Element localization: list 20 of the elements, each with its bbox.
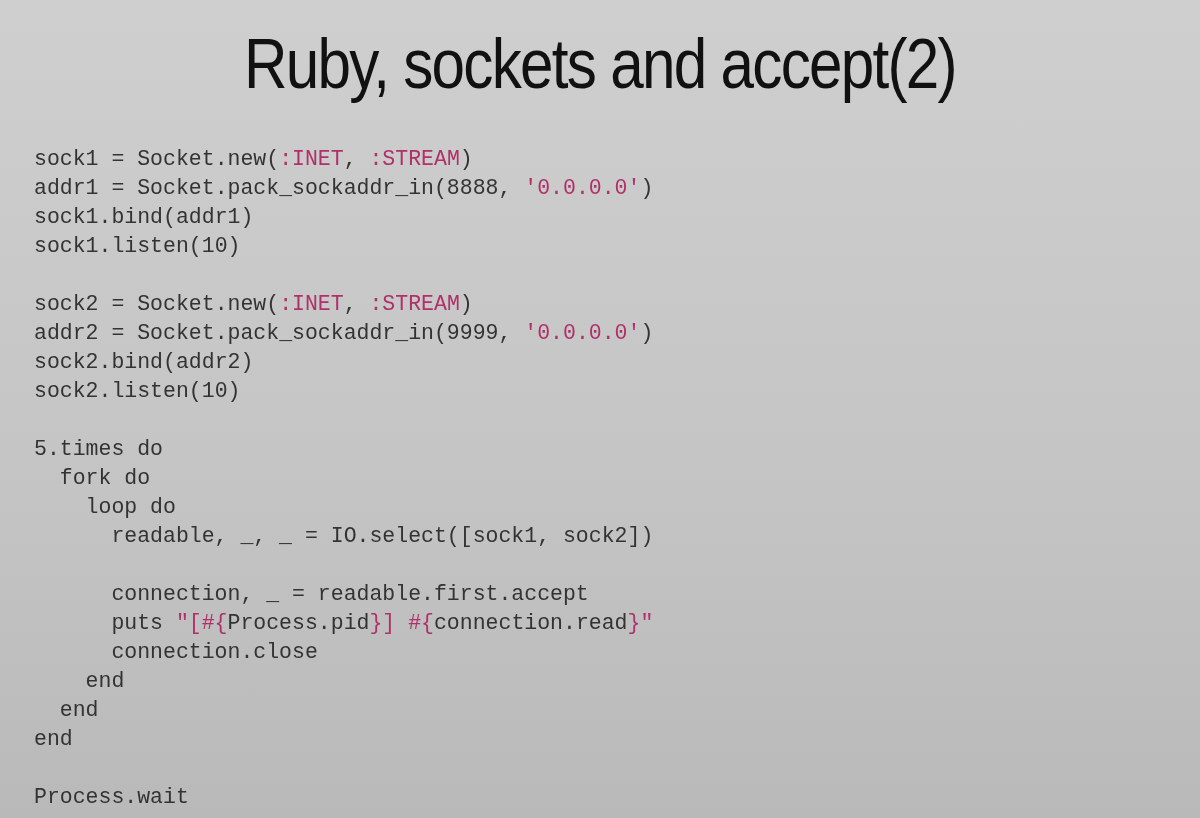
- code-line: sock2.bind(addr2): [34, 349, 254, 375]
- code-line: sock1.bind(addr1): [34, 204, 254, 230]
- code-line: sock1 = Socket.new(:INET, :STREAM): [34, 146, 473, 172]
- code-line: loop do: [85, 494, 176, 520]
- code-line: addr1 = Socket.pack_sockaddr_in(8888, '0.0.0.0'): [34, 175, 654, 201]
- code-line: sock2.listen(10): [34, 378, 241, 404]
- slide-title: Ruby, sockets and accept(2): [244, 24, 956, 105]
- code-line: addr2 = Socket.pack_sockaddr_in(9999, '0.0.0.0'): [34, 320, 654, 346]
- code-line: puts "[#{Process.pid}] #{connection.read}": [111, 610, 654, 636]
- code-line: end: [59, 697, 99, 723]
- code-line: Process.wait: [34, 784, 189, 810]
- code-line: end: [34, 726, 73, 752]
- code-line: connection.close: [111, 639, 318, 665]
- code-line: fork do: [59, 465, 151, 491]
- code-line: 5.times do: [34, 436, 164, 462]
- code-line: readable, _, _ = IO.select([sock1, sock2]): [111, 523, 654, 549]
- code-line: sock2 = Socket.new(:INET, :STREAM): [34, 291, 473, 317]
- code-line: connection, _ = readable.first.accept: [111, 581, 589, 607]
- code-line: sock1.listen(10): [34, 233, 241, 259]
- code-line: end: [85, 668, 125, 694]
